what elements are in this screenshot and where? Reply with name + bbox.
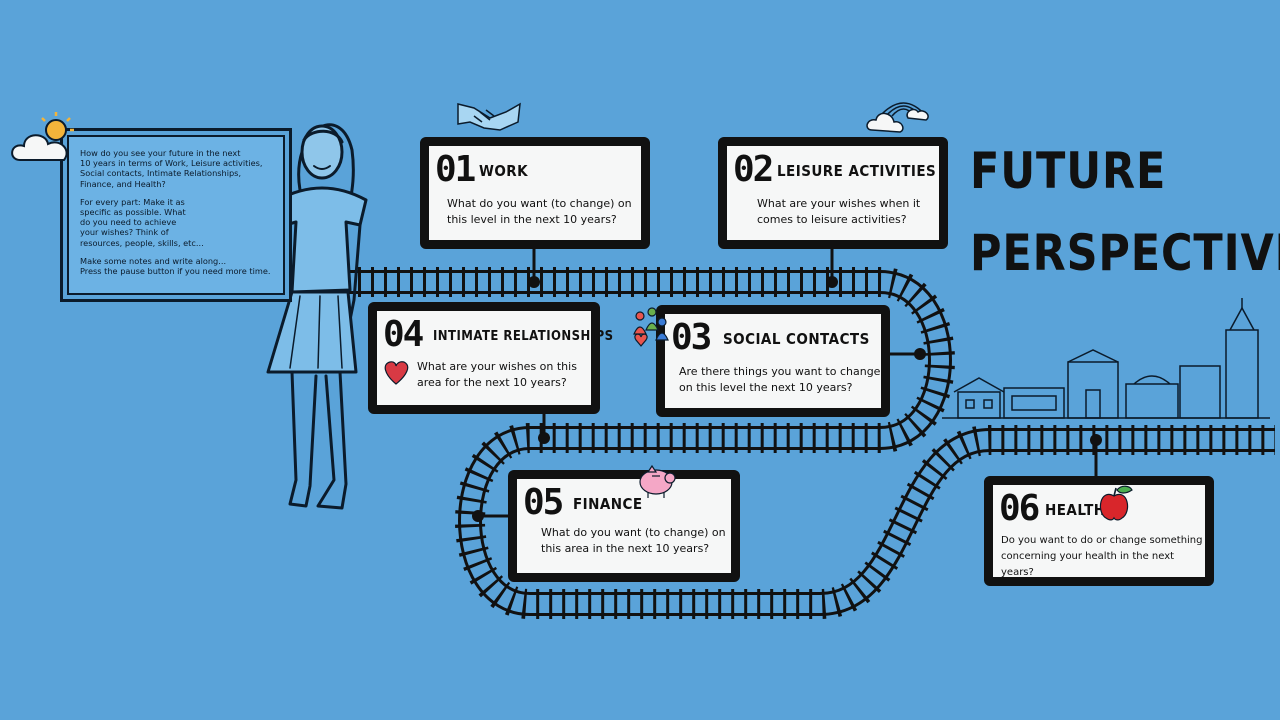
- card-title: SOCIAL CONTACTS: [723, 330, 870, 348]
- card-title: FINANCE: [573, 495, 643, 513]
- whiteboard-paragraph-3: Make some notes and write along... Press…: [80, 255, 271, 277]
- card-title: LEISURE ACTIVITIES: [777, 162, 937, 180]
- card-title: INTIMATE RELATIONSHIPS: [433, 329, 614, 344]
- card-number: 02: [733, 149, 774, 190]
- card-question: What are your wishes when it comes to le…: [757, 197, 921, 226]
- card-number: 04: [383, 314, 424, 355]
- card-finance: 05 FINANCE What do you want (to change) …: [508, 470, 740, 582]
- card-title: WORK: [479, 162, 529, 180]
- whiteboard: [60, 128, 292, 302]
- card-question: What are your wishes on this area for th…: [417, 360, 577, 389]
- card-number: 03: [671, 317, 712, 358]
- card-title: HEALTH: [1045, 501, 1106, 519]
- card-social-contacts: 03 SOCIAL CONTACTS Are there things you …: [656, 305, 890, 417]
- card-number: 01: [435, 149, 476, 190]
- card-number: 05: [523, 482, 564, 523]
- card-work: 01 WORK What do you want (to change) on …: [420, 137, 650, 249]
- title-line-2: PERSPECTIVE: [970, 224, 1280, 282]
- card-intimate-relationships: 04 INTIMATE RELATIONSHIPS What are your …: [368, 302, 613, 414]
- whiteboard-paragraph-2: For every part: Make it as specific as p…: [80, 196, 204, 248]
- whiteboard-paragraph-1: How do you see your future in the next 1…: [80, 148, 263, 189]
- whiteboard-text: How do you see your future in the next 1…: [80, 148, 290, 284]
- card-question: Do you want to do or change something co…: [1001, 535, 1203, 578]
- card-question: What do you want (to change) on this are…: [541, 526, 726, 555]
- card-question: Are there things you want to change on t…: [679, 365, 881, 394]
- card-leisure-activities: 02 LEISURE ACTIVITIES What are your wish…: [718, 137, 948, 249]
- card-question: What do you want (to change) on this lev…: [447, 197, 632, 226]
- card-number: 06: [999, 488, 1040, 529]
- title-line-1: FUTURE: [970, 142, 1167, 200]
- card-health: 06 HEALTH Do you want to do or change so…: [984, 476, 1214, 586]
